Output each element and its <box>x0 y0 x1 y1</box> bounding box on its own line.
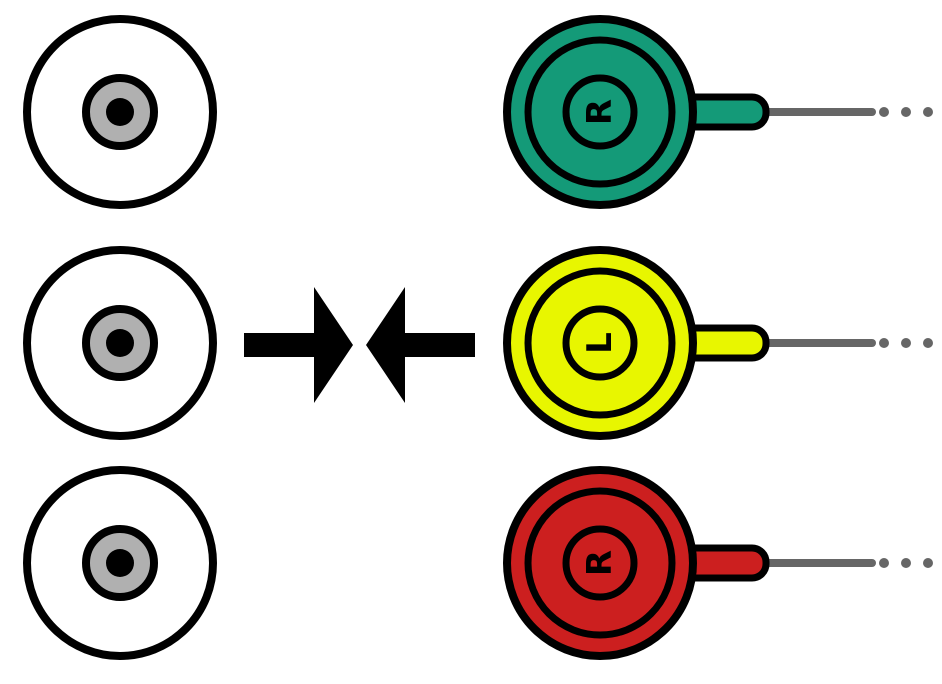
jack-pin-hole <box>106 98 134 126</box>
plug-center-ring <box>562 305 638 381</box>
jack-top <box>23 15 217 209</box>
jack-bottom <box>23 466 217 660</box>
plug-bottom: R <box>503 466 933 660</box>
plug-center-ring <box>562 74 638 150</box>
cable-continuation-dot <box>901 107 911 117</box>
arrows-group <box>244 287 475 403</box>
plug-inner-ring <box>524 36 676 188</box>
cable-continuation-dot <box>901 338 911 348</box>
cable-continuation-dot <box>923 338 933 348</box>
cable-continuation-dot <box>923 107 933 117</box>
plug-body <box>503 246 697 440</box>
plug-channel-letter: R <box>580 99 620 125</box>
cable-continuation-dot <box>879 107 889 117</box>
jack-pin-hole <box>106 329 134 357</box>
jack-pin-hole <box>106 549 134 577</box>
cable-continuation-dot <box>879 338 889 348</box>
plug-middle: L <box>503 246 933 440</box>
plug-top: R <box>503 15 933 209</box>
jack-middle <box>23 246 217 440</box>
plug-center-ring <box>562 525 638 601</box>
cable-continuation-dot <box>901 558 911 568</box>
plug-channel-letter: L <box>580 332 620 354</box>
plug-inner-ring <box>524 267 676 419</box>
plugs-group: R L R <box>503 15 933 660</box>
jacks-group <box>23 15 217 660</box>
arrow-left-icon <box>366 287 475 403</box>
cable-continuation-dot <box>879 558 889 568</box>
cable-continuation-dot <box>923 558 933 568</box>
arrow-right-icon <box>244 287 353 403</box>
plug-body <box>503 15 697 209</box>
plug-inner-ring <box>524 487 676 639</box>
plug-body <box>503 466 697 660</box>
plug-channel-letter: R <box>580 550 620 576</box>
